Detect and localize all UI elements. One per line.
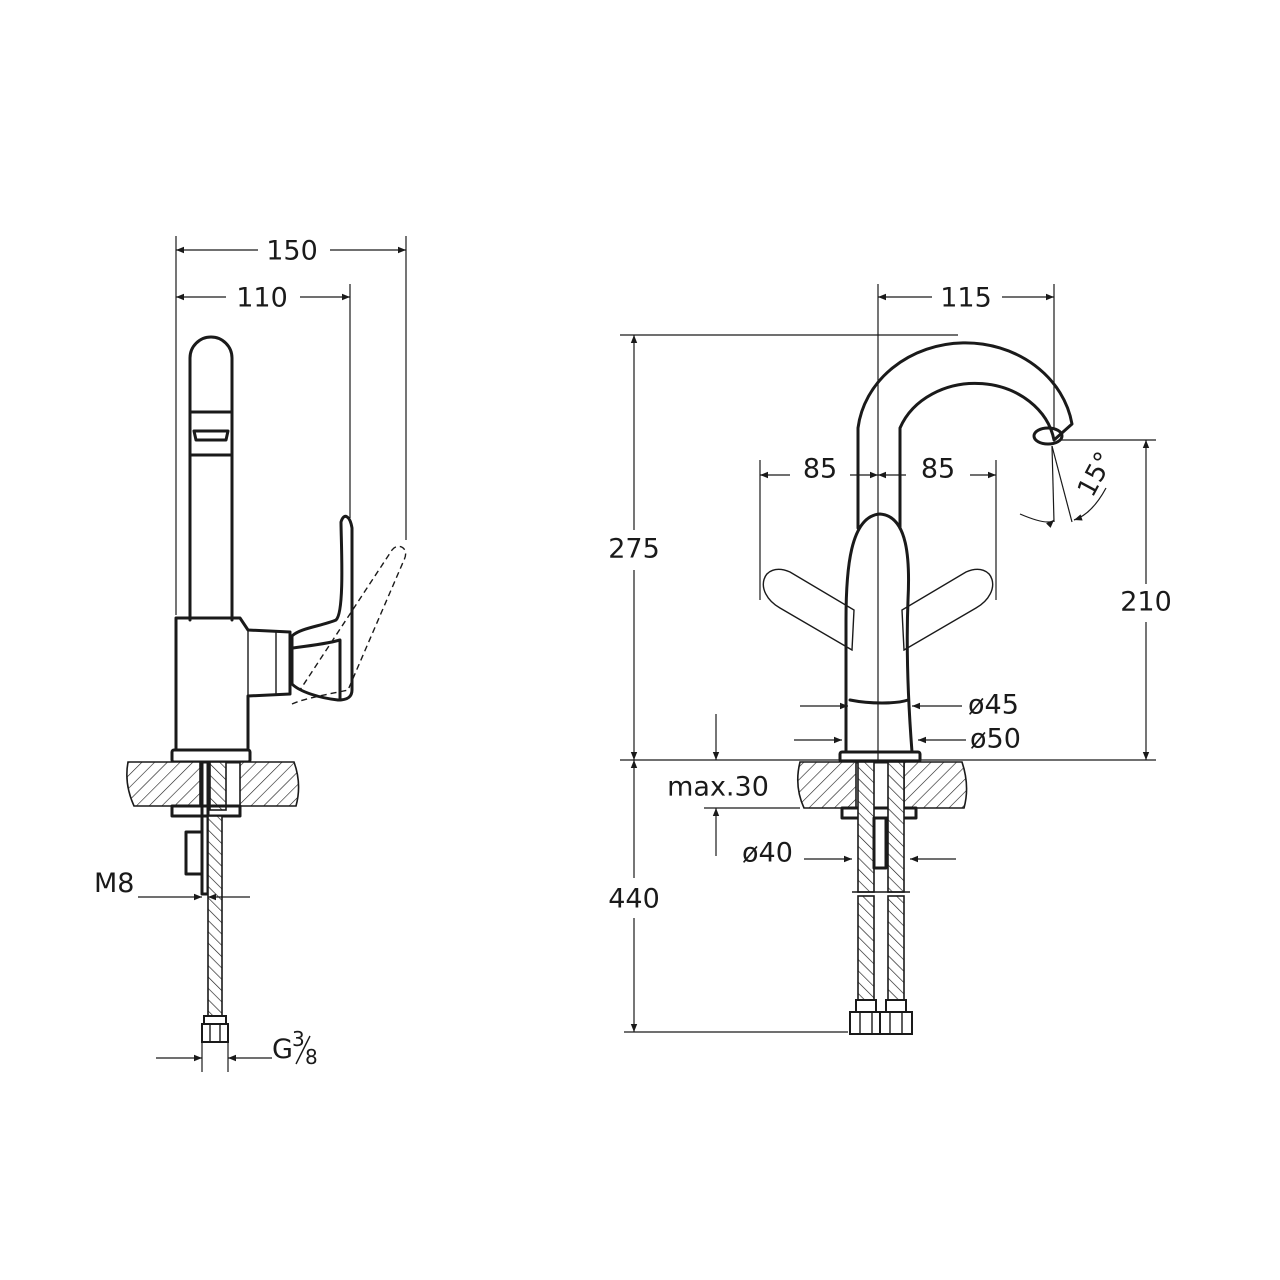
lever-open-ghost — [291, 545, 407, 705]
dim-lever-left: 85 — [760, 454, 878, 485]
dim-spout-height: 210 — [1120, 440, 1172, 760]
dim-overall-width: 150 — [176, 236, 406, 267]
counter-section-left — [126, 761, 201, 807]
dim-overall-width-label: 150 — [266, 236, 318, 267]
lever-right-ghost — [901, 568, 994, 652]
dim-body-diameter: ø45 — [800, 690, 1019, 721]
dim-spout-angle: 15° — [1019, 445, 1120, 528]
dim-hose-connection-den: 8 — [305, 1045, 318, 1069]
lever-handle — [290, 514, 354, 702]
dim-hose-connection: G 3 8 — [156, 1027, 318, 1072]
dim-spout-reach-label: 115 — [940, 283, 992, 314]
counter-section-right — [796, 761, 857, 809]
dim-lever-right-label: 85 — [921, 454, 955, 485]
dim-hole-diameter-label: ø40 — [742, 838, 793, 869]
dim-hose-length: 440 — [608, 760, 660, 1032]
dim-lever-right: 85 — [878, 454, 996, 485]
dim-hole-diameter: ø40 — [742, 838, 956, 869]
dim-spout-reach: 115 — [878, 283, 1054, 314]
dim-hose-length-label: 440 — [608, 884, 660, 915]
faucet-front-body — [844, 512, 914, 754]
side-view: 150 110 — [94, 236, 407, 1072]
dim-hose-connection-prefix: G — [272, 1034, 293, 1065]
dim-base-diameter: ø50 — [794, 724, 1021, 755]
dim-max-deck-label: max.30 — [667, 772, 769, 803]
dim-max-deck: max.30 — [667, 714, 800, 856]
dim-spout-width: 110 — [176, 283, 350, 314]
dim-thread-rod-label: M8 — [94, 868, 134, 899]
dim-spout-width-label: 110 — [236, 283, 288, 314]
front-view: 115 275 210 440 85 — [608, 283, 1172, 1035]
faucet-side-body — [170, 335, 292, 764]
dim-thread-rod: M8 — [94, 868, 250, 901]
gooseneck-spout — [856, 341, 1074, 530]
dim-spout-angle-label: 15° — [1072, 447, 1120, 502]
dim-total-height-label: 275 — [608, 534, 660, 565]
dim-base-diameter-label: ø50 — [970, 724, 1021, 755]
lever-left-ghost — [762, 568, 855, 652]
dim-hose-connection-num: 3 — [292, 1027, 305, 1051]
dim-lever-left-label: 85 — [803, 454, 837, 485]
dim-total-height: 275 — [608, 335, 660, 760]
dim-spout-height-label: 210 — [1120, 587, 1172, 618]
dim-body-diameter-label: ø45 — [968, 690, 1019, 721]
